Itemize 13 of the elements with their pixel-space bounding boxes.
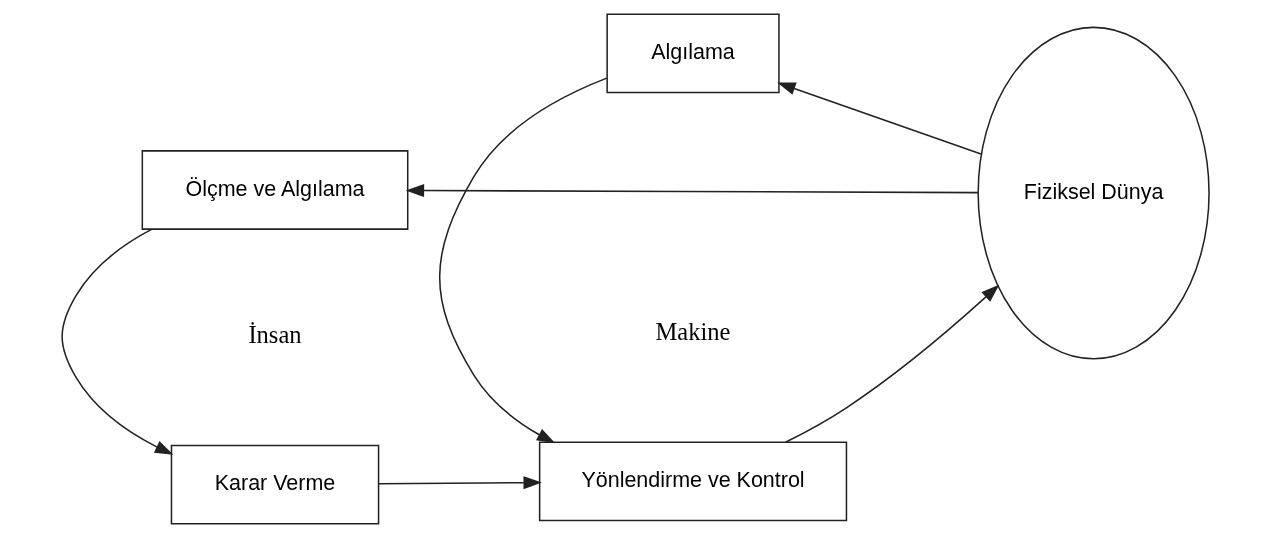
arrow (405, 184, 979, 197)
node-box: Karar Verme (170, 444, 380, 525)
label: İnsan (248, 321, 302, 349)
node-box: Yönlendirme ve Kontrol (538, 441, 848, 522)
arrow (377, 476, 542, 490)
node-box: Ölçme ve Algılama (141, 150, 409, 230)
arrow (777, 82, 982, 155)
node-ellipse: Fiziksel Dünya (977, 26, 1210, 360)
node-box: Algılama (606, 13, 780, 94)
label: Makine (655, 318, 731, 346)
arrow (784, 284, 1000, 444)
arrow (438, 77, 608, 444)
arrow (61, 228, 174, 455)
